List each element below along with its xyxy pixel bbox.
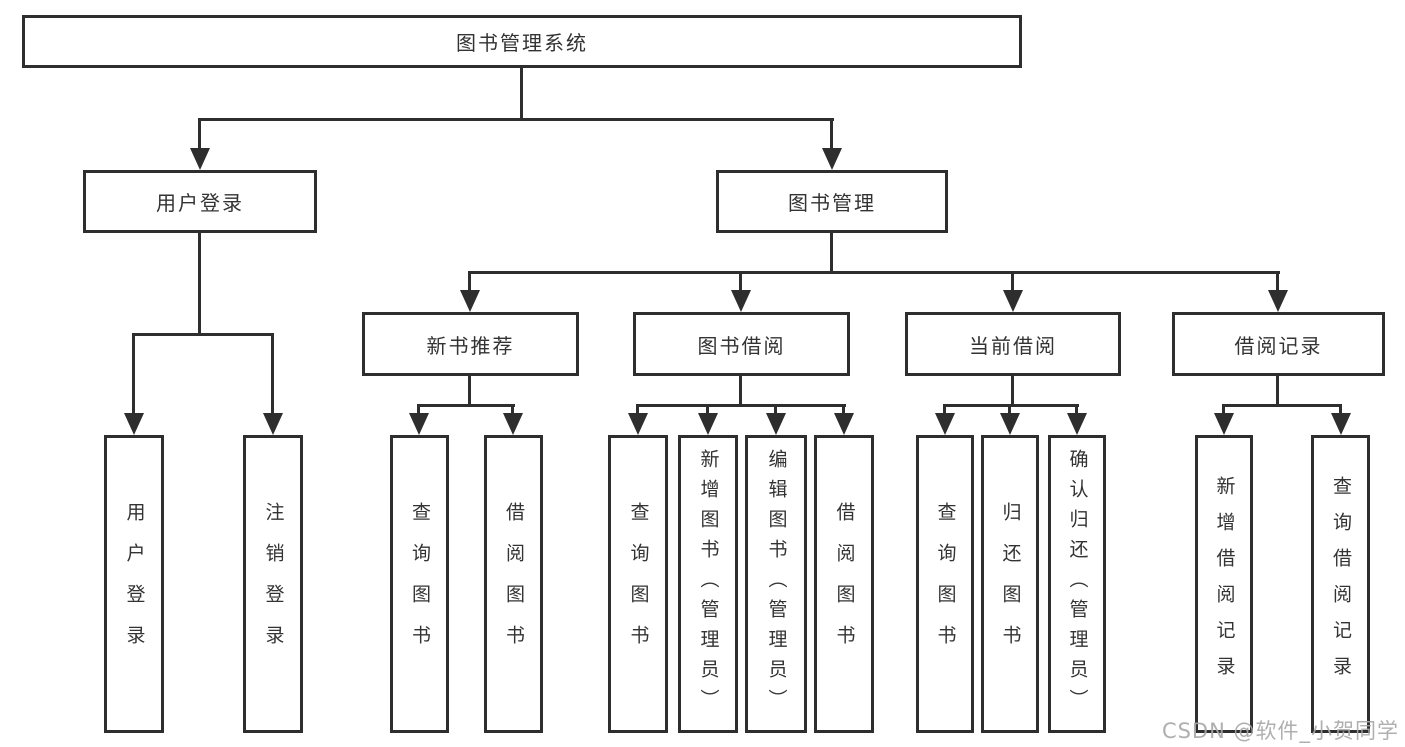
node-book-borrow: 图书借阅 — [633, 312, 850, 376]
edge-borrow-records-stem — [1276, 376, 1279, 406]
arrow-down-icon — [628, 413, 648, 435]
node-book-mgmt: 图书管理 — [716, 170, 948, 233]
node-user-login: 用户登录 — [83, 170, 317, 233]
leaf-br-query-record: 查询借阅记录 — [1311, 435, 1370, 733]
arrow-down-icon — [263, 413, 283, 435]
arrow-down-icon — [1331, 413, 1351, 435]
leaf-bb-query-books: 查询图书 — [608, 435, 668, 733]
node-book-mgmt-label: 图书管理 — [788, 191, 876, 215]
arrow-down-icon — [503, 413, 523, 435]
leaf-bb-add-books-admin: 新增图书（管理员） — [678, 435, 738, 733]
node-borrow-records-label: 借阅记录 — [1234, 333, 1323, 358]
edge-level3-bus — [468, 271, 1280, 274]
csdn-watermark: CSDN @软件_小贺同学 — [1161, 719, 1399, 743]
edge-drop-new-book-rec — [468, 271, 471, 293]
arrow-down-icon — [731, 290, 751, 312]
leaf-br-add-record-label: 新增借阅记录 — [1213, 476, 1236, 692]
arrow-down-icon — [834, 413, 854, 435]
leaf-rec-query-books: 查询图书 — [390, 435, 449, 733]
edge-drop — [1222, 404, 1225, 415]
leaf-rec-borrow-books: 借阅图书 — [484, 435, 543, 733]
arrow-down-icon — [409, 413, 429, 435]
edge-borrow-records-bus — [1222, 404, 1342, 407]
edge-current-borrow-stem — [1011, 376, 1014, 406]
arrow-down-icon — [1067, 413, 1087, 435]
leaf-bb-borrow-books-label: 借阅图书 — [833, 502, 856, 666]
node-user-login-label: 用户登录 — [156, 191, 244, 215]
arrow-down-icon — [1214, 413, 1234, 435]
leaf-cb-query-books: 查询图书 — [916, 435, 974, 733]
edge-drop-book-borrow — [739, 271, 742, 293]
edge-drop — [774, 404, 777, 415]
node-borrow-records: 借阅记录 — [1172, 312, 1385, 376]
leaf-bb-add-books-admin-label: 新增图书（管理员） — [697, 449, 720, 719]
edge-book-mgmt-stem — [830, 233, 833, 274]
node-root: 图书管理系统 — [22, 15, 1022, 68]
leaf-cb-confirm-return-admin: 确认归还（管理员） — [1048, 435, 1106, 733]
edge-drop — [842, 404, 845, 415]
leaf-br-query-record-label: 查询借阅记录 — [1330, 476, 1352, 692]
edge-drop — [706, 404, 709, 415]
arrow-down-icon — [1000, 413, 1020, 435]
edge-drop — [1008, 404, 1011, 415]
edge-new-book-rec-stem — [468, 376, 471, 406]
leaf-br-add-record: 新增借阅记录 — [1195, 435, 1253, 733]
arrow-down-icon — [698, 413, 718, 435]
arrow-down-icon — [766, 413, 786, 435]
leaf-user-login-label: 用户登录 — [123, 502, 146, 666]
edge-drop — [943, 404, 946, 415]
leaf-rec-borrow-books-label: 借阅图书 — [503, 502, 525, 666]
edge-drop-current-borrow — [1011, 271, 1014, 293]
leaf-logout-label: 注销登录 — [262, 502, 285, 666]
arrow-down-icon — [822, 148, 842, 170]
leaf-rec-query-books-label: 查询图书 — [409, 502, 431, 666]
node-book-borrow-label: 图书借阅 — [697, 333, 786, 358]
leaf-cb-return-books: 归还图书 — [981, 435, 1039, 733]
leaf-cb-confirm-return-admin-label: 确认归还（管理员） — [1066, 449, 1089, 719]
arrow-down-icon — [1268, 290, 1288, 312]
edge-drop — [511, 404, 514, 415]
edge-drop-borrow-records — [1276, 271, 1279, 293]
edge-root-stem — [520, 65, 523, 121]
edge-new-book-rec-bus — [417, 404, 515, 407]
edge-drop — [1075, 404, 1078, 415]
arrow-down-icon — [1003, 290, 1023, 312]
edge-drop-leaf-logout — [271, 333, 274, 415]
edge-book-borrow-stem — [739, 376, 742, 406]
edge-user-login-stem — [198, 233, 201, 336]
edge-drop-user-login — [198, 118, 201, 152]
node-current-borrow: 当前借阅 — [905, 312, 1121, 376]
node-new-book-rec: 新书推荐 — [362, 312, 579, 376]
edge-level2-bus — [198, 118, 834, 121]
leaf-bb-query-books-label: 查询图书 — [627, 502, 650, 666]
arrow-down-icon — [935, 413, 955, 435]
leaf-logout: 注销登录 — [243, 435, 303, 733]
edge-drop — [417, 404, 420, 415]
node-root-label: 图书管理系统 — [456, 31, 588, 55]
edge-drop — [1339, 404, 1342, 415]
node-new-book-rec-label: 新书推荐 — [426, 333, 515, 358]
edge-drop-book-mgmt — [830, 118, 833, 152]
arrow-down-icon — [460, 290, 480, 312]
edge-book-borrow-bus — [636, 404, 846, 407]
edge-current-borrow-bus — [943, 404, 1079, 407]
leaf-bb-edit-books-admin: 编辑图书（管理员） — [745, 435, 807, 733]
leaf-bb-borrow-books: 借阅图书 — [814, 435, 874, 733]
edge-user-login-bus — [132, 333, 274, 336]
leaf-user-login: 用户登录 — [104, 435, 164, 733]
leaf-cb-return-books-label: 归还图书 — [999, 502, 1022, 666]
arrow-down-icon — [124, 413, 144, 435]
leaf-cb-query-books-label: 查询图书 — [934, 502, 957, 666]
edge-drop-leaf-user-login — [132, 333, 135, 415]
edge-drop — [636, 404, 639, 415]
leaf-bb-edit-books-admin-label: 编辑图书（管理员） — [765, 449, 788, 719]
node-current-borrow-label: 当前借阅 — [969, 333, 1057, 358]
arrow-down-icon — [190, 148, 210, 170]
